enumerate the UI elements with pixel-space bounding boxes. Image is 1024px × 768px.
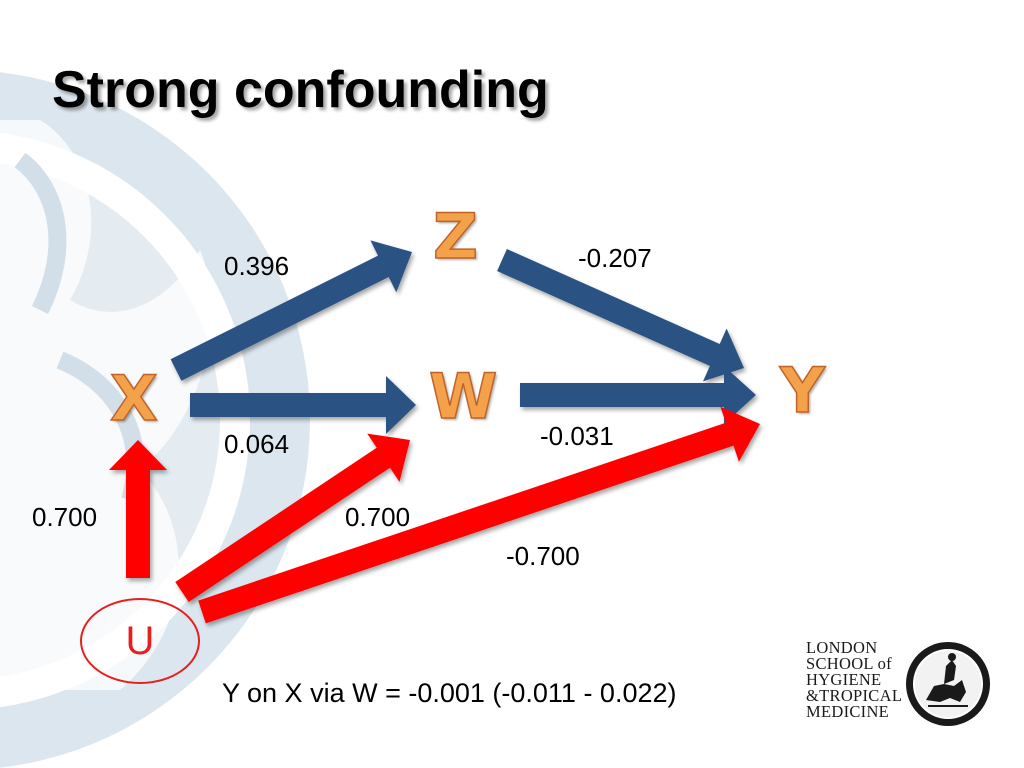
arrow-u-w	[175, 433, 410, 602]
arrow-x-w	[190, 376, 416, 434]
weight-x-w: 0.064	[224, 429, 290, 459]
lshtm-seal-icon	[906, 642, 990, 726]
arrow-x-z	[170, 240, 412, 381]
weight-w-y: -0.031	[540, 421, 614, 451]
logo-wordmark: LONDON SCHOOL of HYGIENE &TROPICAL MEDIC…	[806, 638, 903, 721]
logo-line: MEDICINE	[806, 702, 890, 721]
logo-line: SCHOOL of	[806, 654, 892, 673]
lshtm-seal-watermark-icon	[0, 72, 310, 768]
logo-line: LONDON	[806, 638, 878, 657]
weight-u-w: 0.700	[345, 502, 411, 532]
node-y: Y	[779, 354, 825, 427]
node-w: W	[428, 360, 498, 433]
arrow-u-y	[198, 406, 760, 624]
weight-u-y: -0.700	[506, 541, 580, 571]
arrow-z-y	[497, 249, 744, 382]
node-u-circle: U	[80, 598, 200, 684]
logo-line: &TROPICAL	[806, 686, 903, 705]
node-u: U	[125, 618, 155, 663]
lshtm-logo: LONDON SCHOOL of HYGIENE &TROPICAL MEDIC…	[806, 638, 992, 732]
result-caption: Y on X via W = -0.001 (-0.011 - 0.022)	[222, 678, 677, 708]
node-x: X	[109, 362, 158, 435]
slide-title: Strong confounding	[52, 61, 549, 119]
arrow-u-x	[109, 440, 167, 578]
node-z: Z	[432, 200, 478, 273]
weight-x-z: 0.396	[224, 251, 290, 281]
logo-line: HYGIENE	[806, 670, 882, 689]
arrow-w-y	[520, 366, 756, 424]
weight-z-y: -0.207	[578, 243, 652, 273]
weight-u-x: 0.700	[32, 502, 98, 532]
